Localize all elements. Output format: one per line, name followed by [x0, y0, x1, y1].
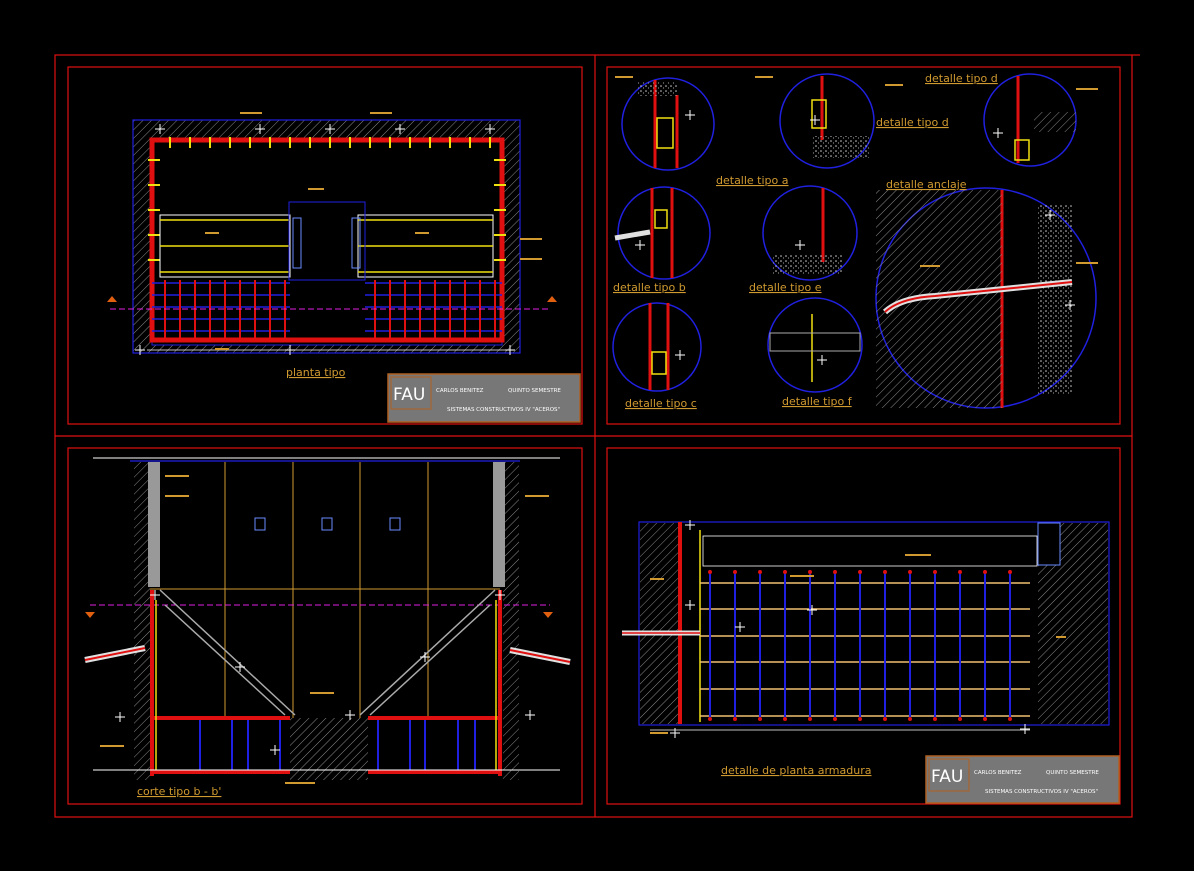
fau-logo: FAU [393, 385, 425, 405]
semester-2: QUINTO SEMESTRE [1046, 770, 1099, 776]
semester: QUINTO SEMESTRE [508, 388, 561, 394]
title-block-2: FAU CARLOS BENITEZ QUINTO SEMESTRE SISTE… [925, 755, 1120, 804]
detalle-c-label: detalle tipo c [625, 397, 697, 410]
armadura-label: detalle de planta armadura [721, 764, 871, 777]
detalle-a-label: detalle tipo a [716, 174, 789, 187]
detalle-anclaje-label: detalle anclaje [886, 178, 967, 191]
course-name: SISTEMAS CONSTRUCTIVOS IV "ACEROS" [447, 407, 560, 413]
detalle-f-label: detalle tipo f [782, 395, 853, 408]
corte-label: corte tipo b - b' [137, 785, 221, 798]
author-name: CARLOS BENITEZ [436, 388, 484, 394]
course-name-2: SISTEMAS CONSTRUCTIVOS IV "ACEROS" [985, 789, 1098, 795]
corte-drawing: corte tipo b - b' [84, 457, 571, 798]
detalles-drawing [612, 73, 1098, 409]
detalle-d-label: detalle tipo d [925, 72, 998, 85]
armadura-drawing: detalle de planta armadura [622, 520, 1110, 777]
author-name-2: CARLOS BENITEZ [974, 770, 1022, 776]
detalle-e-label: detalle tipo e [749, 281, 822, 294]
title-block: FAU CARLOS BENITEZ QUINTO SEMESTRE SISTE… [387, 373, 581, 423]
planta-tipo-label: planta tipo [286, 366, 346, 379]
sheet-frame [54, 54, 1140, 818]
detalle-b-label: detalle tipo b [613, 281, 686, 294]
detalles-labels: detalle tipo d detalle tipo d detalle ti… [613, 72, 998, 410]
planta-tipo-drawing: planta tipo [107, 112, 557, 379]
fau-logo-2: FAU [931, 767, 963, 787]
detalle-d2-label: detalle tipo d [876, 116, 949, 129]
